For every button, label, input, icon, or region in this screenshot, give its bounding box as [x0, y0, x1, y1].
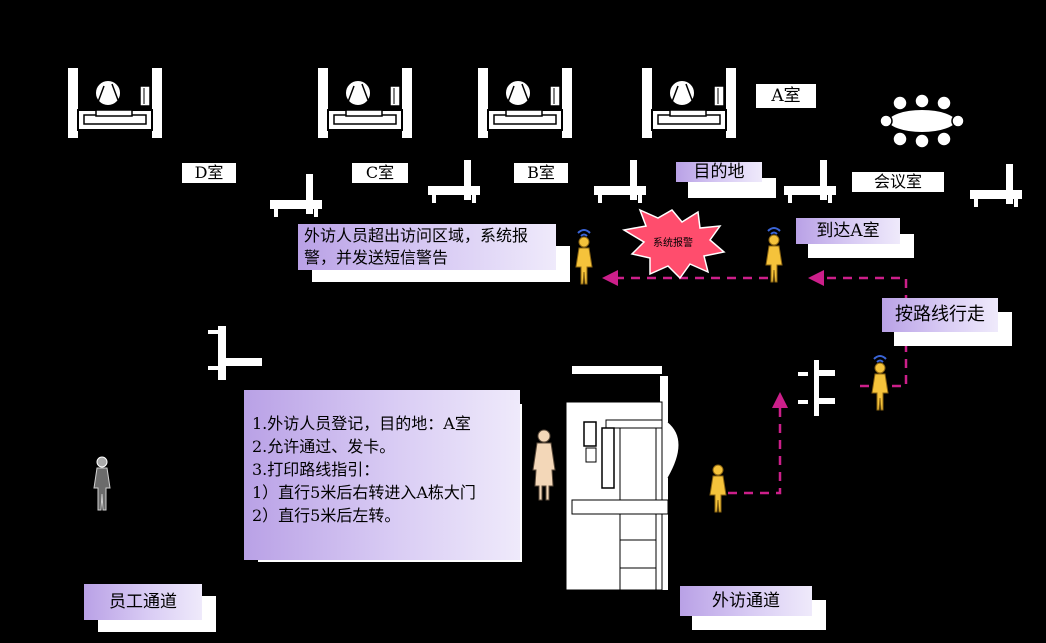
staff-channel-label: 员工通道	[109, 592, 177, 612]
reception-building	[565, 366, 680, 591]
signal-icon	[577, 229, 591, 237]
visitor-channel-label: 外访通道	[712, 591, 780, 611]
gate-icon	[208, 326, 262, 380]
desk-icon	[67, 67, 163, 139]
desk-icon	[641, 67, 737, 139]
desk-icon	[970, 164, 1022, 207]
room-label-a: A室	[756, 84, 816, 108]
route-arrowheads	[602, 270, 824, 408]
walk-route-label-box	[882, 298, 998, 332]
alert-message-box	[298, 224, 556, 270]
staff-channel-box	[84, 584, 202, 620]
registration-step: 1）直行5米后右转进入A栋大门	[252, 483, 476, 502]
destination-label: 目的地	[693, 162, 745, 182]
visitor-figure-icon	[709, 464, 727, 513]
visitor-figure-icon	[765, 234, 783, 283]
desk-icon	[594, 160, 646, 203]
receptionist-icon	[532, 429, 556, 501]
visitor-figure-icon	[575, 236, 593, 285]
desk-icon	[784, 160, 836, 203]
registration-step: 3.打印路线指引：	[252, 460, 380, 479]
desk-icon	[428, 160, 480, 203]
desk-icon	[477, 67, 573, 139]
visitor-channel-box	[680, 586, 812, 616]
alert-message: 外访人员超出访问区域，系统报警，并发送短信警告	[304, 226, 529, 267]
signal-icon	[873, 355, 887, 363]
registration-steps: 1.外访人员登记，目的地：A室 2.允许通过、发卡。 3.打印路线指引： 1）直…	[252, 412, 514, 527]
arrive-label: 到达A室	[816, 221, 880, 241]
room-label-c: C室	[352, 163, 408, 183]
walk-route-label: 按路线行走	[895, 304, 985, 325]
destination-label-box	[676, 162, 762, 182]
desk-icon	[317, 67, 413, 139]
visitor-figure-icon	[871, 362, 889, 411]
gate-icon	[798, 360, 835, 416]
registration-panel	[244, 390, 520, 560]
room-label-b: B室	[514, 163, 568, 183]
room-label-d: D室	[182, 163, 236, 183]
alarm-burst-label: 系统报警	[653, 238, 693, 249]
meeting-table-icon	[879, 93, 965, 149]
label-shadow	[688, 178, 776, 198]
arrive-label-box	[796, 218, 900, 244]
registration-step: 2.允许通过、发卡。	[252, 437, 396, 456]
room-label-meeting: 会议室	[852, 172, 944, 192]
registration-step: 1.外访人员登记，目的地：A室	[252, 414, 471, 433]
desk-icon	[270, 174, 322, 217]
staff-figure-icon	[93, 456, 111, 511]
registration-step: 2）直行5米后左转。	[252, 506, 401, 525]
alarm-burst-icon	[621, 208, 726, 280]
signal-icon	[767, 227, 781, 235]
